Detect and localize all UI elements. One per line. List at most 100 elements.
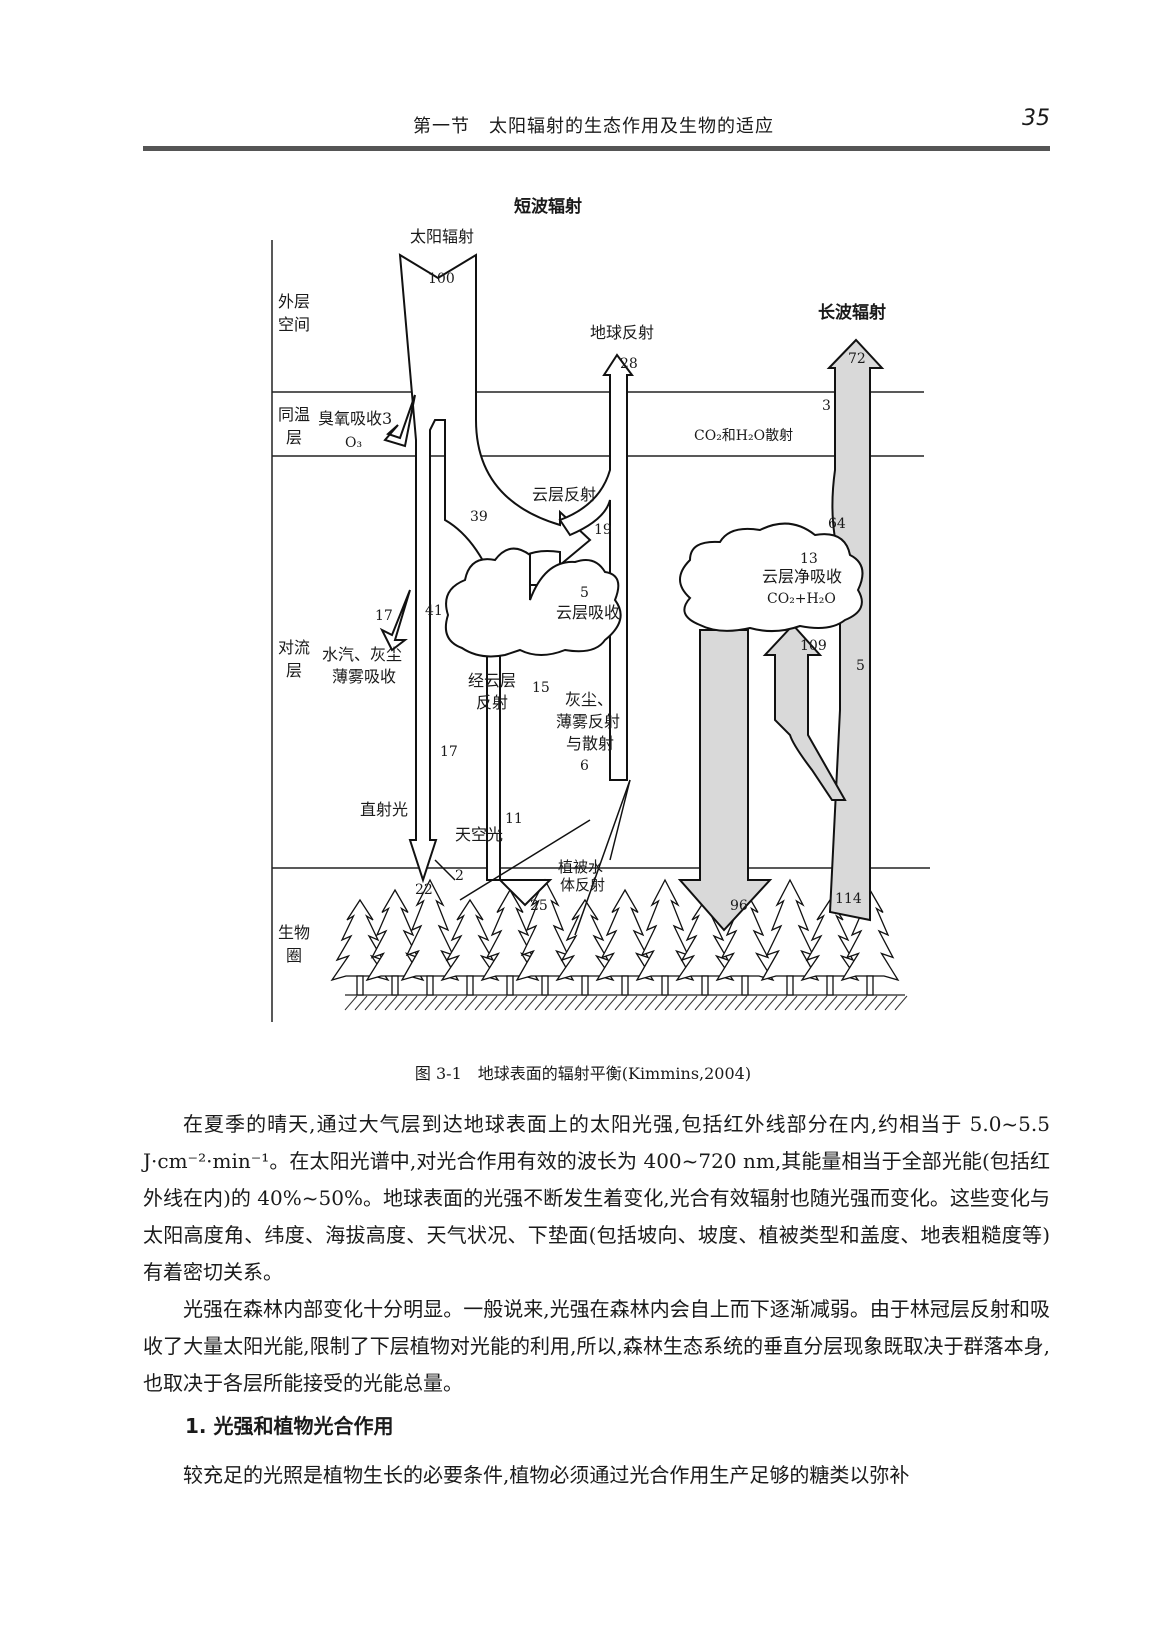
ground-hatch-line [854,995,868,1011]
dust-label-2: 薄雾反射 [556,712,620,731]
tree-trunk [506,975,514,996]
tree-trunk [786,975,794,996]
ground-hatch-line [554,995,568,1011]
ground-hatch-line [644,995,658,1011]
longwave-72-arrow [826,338,885,922]
ground-hatch-line [354,995,368,1011]
layer-outer-1: 外层 [278,292,310,311]
ground-hatch-line [544,995,558,1011]
via-cloud-label: 经云层 [468,671,516,690]
tree-trunk [426,975,434,996]
ground-hatch-line [414,995,428,1011]
solar-label: 太阳辐射 [410,227,474,246]
ground-hatch-line [604,995,618,1011]
section-heading: 1. 光强和植物光合作用 [185,1414,394,1438]
ground-hatch-line [744,995,758,1011]
value-100: 100 [428,271,455,287]
value-19: 19 [594,522,612,538]
ground-hatch-line [484,995,498,1011]
tree-trunk [356,975,364,996]
cloud-right [679,522,864,632]
tree-trunk [466,975,474,996]
dust-label-3: 与散射 [566,734,614,753]
conifer-tree [760,878,820,982]
value-3: 3 [822,398,831,414]
layer-outer-2: 空间 [278,315,310,334]
running-header: 第一节 太阳辐射的生态作用及生物的适应 35 [143,100,1050,151]
paragraph-1: 在夏季的晴天,通过大气层到达地球表面上的太阳光强,包括红外线部分在内,约相当于 … [143,1112,1050,1284]
vapor-label-2: 薄雾吸收 [332,667,396,686]
body-paragraphs: 在夏季的晴天,通过大气层到达地球表面上的太阳光强,包括红外线部分在内,约相当于 … [143,1106,1050,1402]
ground-hatch-line [824,995,838,1011]
ground-hatch-line [834,995,848,1011]
value-28: 28 [620,356,638,372]
value-22: 22 [415,882,433,898]
ground-hatch-line [764,995,778,1011]
ozone-label: 臭氧吸收3 [318,409,392,428]
earth-reflect-label: 地球反射 [590,323,654,342]
ground-hatch-line [444,995,458,1011]
longwave-109-arrow [762,623,847,801]
tree-trunk [621,975,629,996]
ground-hatch-line [624,995,638,1011]
cloud-net-gas-label: CO₂+H₂O [767,591,836,607]
ground-hatch-line [574,995,588,1011]
veg-reflect-label: 植被水 [558,858,603,876]
ground-hatch-line [844,995,858,1011]
layer-axis [271,240,930,1022]
layer-tropo-1: 对流 [278,638,310,657]
ground-hatch-line [694,995,708,1011]
value-25: 25 [530,898,548,914]
o3-label: O₃ [345,435,362,451]
ground-hatch-line [864,995,878,1011]
value-6: 6 [580,758,589,774]
value-15: 15 [532,680,550,696]
value-17b: 17 [440,744,458,760]
tree-trunk [866,975,874,996]
layer-tropo-2: 层 [286,661,302,680]
radiation-balance-diagram: 外层 空间 同温 层 对流 层 生物 圈 短波辐射 长波辐射 [271,196,930,1022]
shortwave-title: 短波辐射 [514,196,582,217]
ground-hatch-line [654,995,668,1011]
ground-hatch-line [364,995,378,1011]
ground-hatch-line [534,995,548,1011]
ground-hatch-line [794,995,808,1011]
vapor-label: 水汽、灰尘 [322,645,402,664]
ground-hatch-line [494,995,508,1011]
paragraph-2: 光强在森林内部变化十分明显。一般说来,光强在森林内会自上而下逐渐减弱。由于林冠层… [143,1297,1050,1395]
tree-trunk [701,975,709,996]
earth-reflect-arrow [558,353,634,781]
conifer-tree [635,878,695,982]
ground-hatch-line [804,995,818,1011]
ground-hatch-line [424,995,438,1011]
ground-hatch-line [504,995,518,1011]
page-number: 35 [1022,106,1050,131]
tree-trunk [741,975,749,996]
value-11: 11 [505,811,523,827]
tree-trunk [581,975,589,996]
ground-hatch-line [634,995,648,1011]
ozone-arrow [383,394,416,448]
ground-hatch-line [724,995,738,1011]
ground-hatch-line [674,995,688,1011]
ground-hatch-line [814,995,828,1011]
cloud-left [444,547,622,658]
value-109: 109 [800,638,827,654]
sky-light-label: 天空光 [455,825,503,844]
ground-hatch-line [404,995,418,1011]
ground-hatch-line [894,995,908,1011]
cloud-net-label: 云层净吸收 [762,567,842,586]
via-cloud-label-2: 反射 [476,693,508,712]
layer-strato-2: 层 [286,428,302,447]
ground-hatch-line [664,995,678,1011]
ground-hatch-line [884,995,898,1011]
ground-hatch-line [454,995,468,1011]
ground-hatch-line [784,995,798,1011]
ground-hatch-line [874,995,888,1011]
value-13: 13 [800,551,818,567]
ground-hatch-line [374,995,388,1011]
ground-hatch-line [754,995,768,1011]
ground-hatch-line [614,995,628,1011]
layer-strato-1: 同温 [278,405,310,424]
dust-label: 灰尘、 [565,690,613,709]
